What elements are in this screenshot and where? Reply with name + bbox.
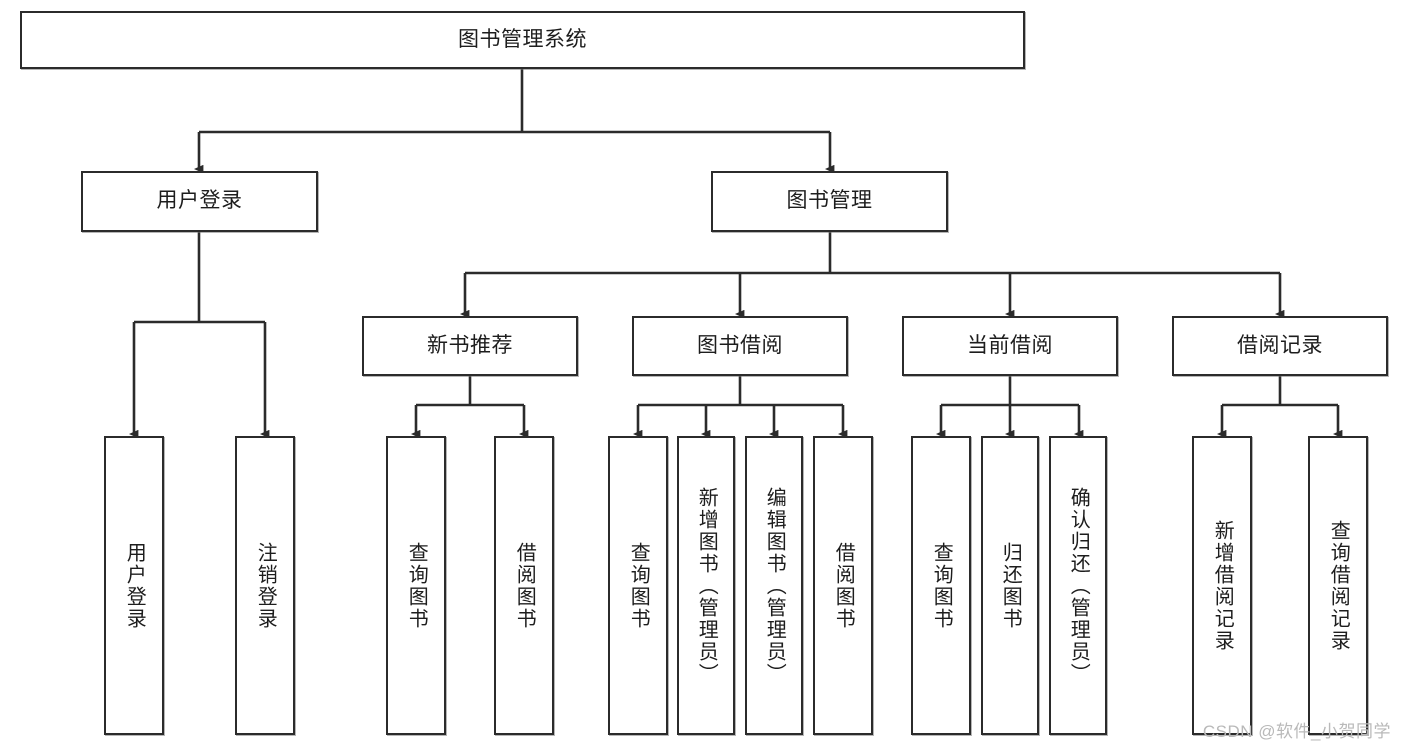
node-borrow-record[interactable]: 借阅记录 bbox=[1172, 316, 1388, 376]
node-user-login[interactable]: 用户登录 bbox=[81, 171, 318, 232]
leaf-user-login-logout[interactable]: 注销登录 bbox=[235, 436, 295, 735]
node-root-label: 图书管理系统 bbox=[458, 27, 587, 51]
node-new-book-recommend-label: 新书推荐 bbox=[427, 333, 513, 357]
leaf-book-borrow-query-label: 查询图书 bbox=[627, 541, 650, 630]
leaf-book-borrow-query[interactable]: 查询图书 bbox=[608, 436, 668, 735]
node-book-management-label: 图书管理 bbox=[786, 189, 873, 213]
leaf-book-borrow-add-label: 新增图书（管理员） bbox=[695, 486, 718, 685]
leaf-user-login-logout-label: 注销登录 bbox=[254, 541, 277, 630]
node-book-borrow[interactable]: 图书借阅 bbox=[632, 316, 848, 376]
leaf-current-borrow-confirm[interactable]: 确认归还（管理员） bbox=[1049, 436, 1107, 735]
leaf-borrow-record-query[interactable]: 查询借阅记录 bbox=[1308, 436, 1368, 735]
csdn-watermark: CSDN @软件_小贺同学 bbox=[1202, 722, 1391, 741]
node-borrow-record-label: 借阅记录 bbox=[1237, 333, 1323, 357]
leaf-book-borrow-edit[interactable]: 编辑图书（管理员） bbox=[745, 436, 803, 735]
leaf-book-borrow-add[interactable]: 新增图书（管理员） bbox=[677, 436, 735, 735]
leaf-new-book-query-label: 查询图书 bbox=[405, 541, 428, 630]
leaf-book-borrow-edit-label: 编辑图书（管理员） bbox=[763, 486, 786, 685]
leaf-borrow-record-query-label: 查询借阅记录 bbox=[1327, 519, 1350, 652]
leaf-user-login-login-label: 用户登录 bbox=[123, 541, 146, 630]
node-root[interactable]: 图书管理系统 bbox=[20, 11, 1025, 69]
leaf-book-borrow-borrow[interactable]: 借阅图书 bbox=[813, 436, 873, 735]
node-new-book-recommend[interactable]: 新书推荐 bbox=[362, 316, 578, 376]
leaf-new-book-query[interactable]: 查询图书 bbox=[386, 436, 446, 735]
leaf-new-book-borrow[interactable]: 借阅图书 bbox=[494, 436, 554, 735]
leaf-borrow-record-add-label: 新增借阅记录 bbox=[1211, 519, 1234, 652]
node-current-borrow[interactable]: 当前借阅 bbox=[902, 316, 1118, 376]
leaf-user-login-login[interactable]: 用户登录 bbox=[104, 436, 164, 735]
node-book-management[interactable]: 图书管理 bbox=[711, 171, 948, 232]
node-user-login-label: 用户登录 bbox=[156, 189, 243, 213]
node-current-borrow-label: 当前借阅 bbox=[967, 333, 1053, 357]
leaf-current-borrow-return[interactable]: 归还图书 bbox=[981, 436, 1039, 735]
leaf-current-borrow-query[interactable]: 查询图书 bbox=[911, 436, 971, 735]
leaf-current-borrow-return-label: 归还图书 bbox=[999, 541, 1022, 630]
leaf-new-book-borrow-label: 借阅图书 bbox=[513, 541, 536, 630]
leaf-borrow-record-add[interactable]: 新增借阅记录 bbox=[1192, 436, 1252, 735]
node-book-borrow-label: 图书借阅 bbox=[697, 333, 783, 357]
leaf-current-borrow-confirm-label: 确认归还（管理员） bbox=[1067, 486, 1090, 685]
leaf-current-borrow-query-label: 查询图书 bbox=[930, 541, 953, 630]
leaf-book-borrow-borrow-label: 借阅图书 bbox=[832, 541, 855, 630]
